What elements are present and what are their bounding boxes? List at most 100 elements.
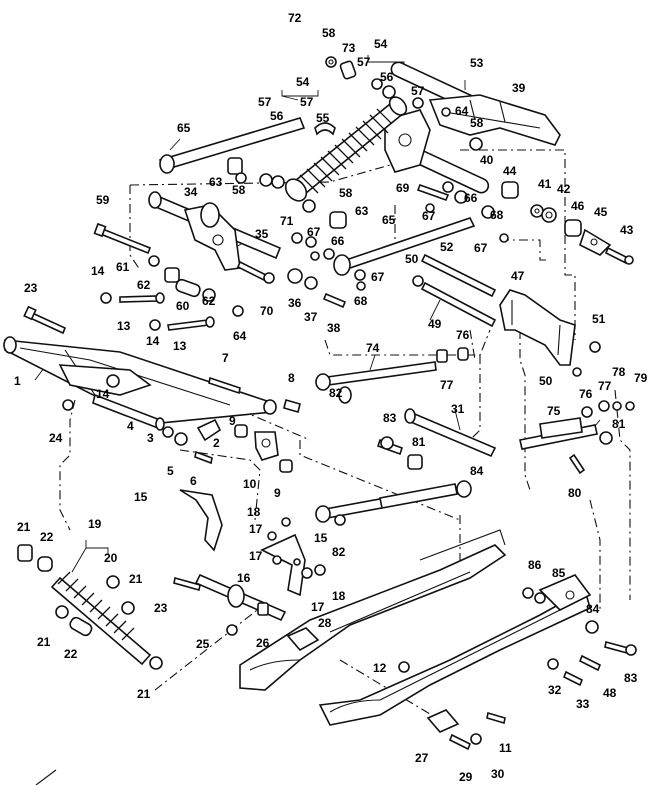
gas-spring-82: [315, 480, 472, 526]
callout-84a: 84: [470, 464, 484, 478]
callout-62a: 62: [137, 278, 151, 292]
callout-51: 51: [592, 312, 606, 326]
callout-40: 40: [480, 153, 494, 167]
callout-65b: 65: [382, 213, 396, 227]
callout-22a: 22: [40, 530, 54, 544]
callout-32: 32: [548, 683, 562, 697]
callout-23b: 23: [154, 601, 168, 615]
callout-35: 35: [255, 227, 269, 241]
callout-81a: 81: [412, 435, 426, 449]
bolt-70: [236, 260, 275, 284]
callout-62b: 62: [202, 294, 216, 308]
rear-upper-bracket-39: [428, 94, 561, 146]
callout-1: 1: [14, 374, 21, 388]
callout-21b: 21: [129, 572, 143, 586]
callout-26: 26: [256, 636, 270, 650]
callout-11: 11: [499, 741, 512, 755]
callout-77a: 77: [440, 378, 454, 392]
lower-hardware-right: [293, 558, 637, 751]
shock-bracket-40: [384, 109, 490, 194]
callout-54a: 54: [374, 37, 388, 51]
callout-4: 4: [127, 419, 134, 433]
callout-42: 42: [557, 182, 571, 196]
callout-73: 73: [342, 41, 356, 55]
callout-31: 31: [451, 402, 465, 416]
callout-33: 33: [576, 697, 590, 711]
callout-21c: 21: [37, 635, 51, 649]
callout-77b: 77: [598, 379, 612, 393]
callout-57a: 57: [357, 55, 371, 69]
callout-14a: 14: [91, 264, 105, 278]
callout-39: 39: [512, 81, 526, 95]
callout-68b: 68: [354, 294, 368, 308]
bracket-47: [499, 289, 601, 377]
callout-66a: 66: [464, 191, 478, 205]
callout-49: 49: [428, 317, 442, 331]
rear-shock-spring: [284, 96, 408, 202]
rod-74: [315, 347, 469, 404]
callout-68a: 68: [490, 208, 504, 222]
callout-58b: 58: [470, 116, 484, 130]
callout-13a: 13: [117, 319, 131, 333]
callout-45: 45: [594, 205, 608, 219]
callout-70: 70: [260, 304, 274, 318]
callout-66b: 66: [331, 234, 345, 248]
callout-57c: 57: [258, 95, 272, 109]
callout-15b: 15: [314, 531, 328, 545]
callout-43: 43: [620, 223, 634, 237]
callout-27: 27: [415, 751, 429, 765]
callout-82a: 82: [329, 386, 343, 400]
callout-18b: 18: [332, 589, 346, 603]
callout-25: 25: [196, 637, 210, 651]
callout-16: 16: [237, 571, 251, 585]
callout-84b: 84: [586, 602, 600, 616]
callout-56b: 56: [270, 109, 284, 123]
right-shaft-75: [519, 400, 635, 475]
callout-61: 61: [116, 260, 130, 274]
callout-67d: 67: [371, 270, 385, 284]
callout-28: 28: [318, 616, 332, 630]
callout-14c: 14: [96, 387, 110, 401]
callout-17a: 17: [249, 522, 263, 536]
callout-12: 12: [373, 661, 387, 675]
callout-52: 52: [440, 240, 454, 254]
callout-67b: 67: [307, 225, 321, 239]
callout-74: 74: [366, 341, 380, 355]
callout-67a: 67: [422, 209, 436, 223]
callout-56a: 56: [380, 70, 394, 84]
bolt-59: [93, 222, 152, 255]
callout-19: 19: [88, 517, 102, 531]
shaft-4: [92, 393, 165, 431]
callout-72: 72: [288, 11, 302, 25]
callout-59: 59: [96, 193, 110, 207]
callout-22b: 22: [64, 647, 78, 661]
callout-54b: 54: [296, 75, 310, 89]
brackets-27-28: [286, 627, 460, 733]
rod-65-upper: [158, 117, 306, 174]
callout-80: 80: [568, 486, 582, 500]
callout-20: 20: [104, 551, 118, 565]
corner-mark: [35, 769, 57, 785]
callout-6: 6: [190, 474, 197, 488]
bolts-left: [23, 292, 241, 395]
callout-15a: 15: [134, 490, 148, 504]
callout-48: 48: [603, 686, 617, 700]
callout-63b: 63: [355, 204, 369, 218]
callout-44: 44: [503, 164, 517, 178]
callout-64a: 64: [455, 104, 469, 118]
callout-29: 29: [459, 770, 473, 784]
callout-10: 10: [243, 477, 257, 491]
bracket-15: [179, 489, 223, 552]
callout-34: 34: [184, 185, 198, 199]
callout-17c: 17: [311, 600, 325, 614]
callout-69: 69: [396, 181, 410, 195]
callout-30: 30: [491, 767, 505, 781]
callout-82b: 82: [332, 545, 346, 559]
callout-55: 55: [316, 111, 330, 125]
callout-3: 3: [147, 431, 154, 445]
callout-75: 75: [547, 404, 561, 418]
rail-upper: [239, 529, 507, 691]
callout-53: 53: [470, 56, 484, 70]
callout-64b: 64: [233, 329, 247, 343]
callout-labels: 1 2 3 4 5 6 7 8 9 9 10 11 12 13 13 14 14…: [14, 11, 648, 784]
